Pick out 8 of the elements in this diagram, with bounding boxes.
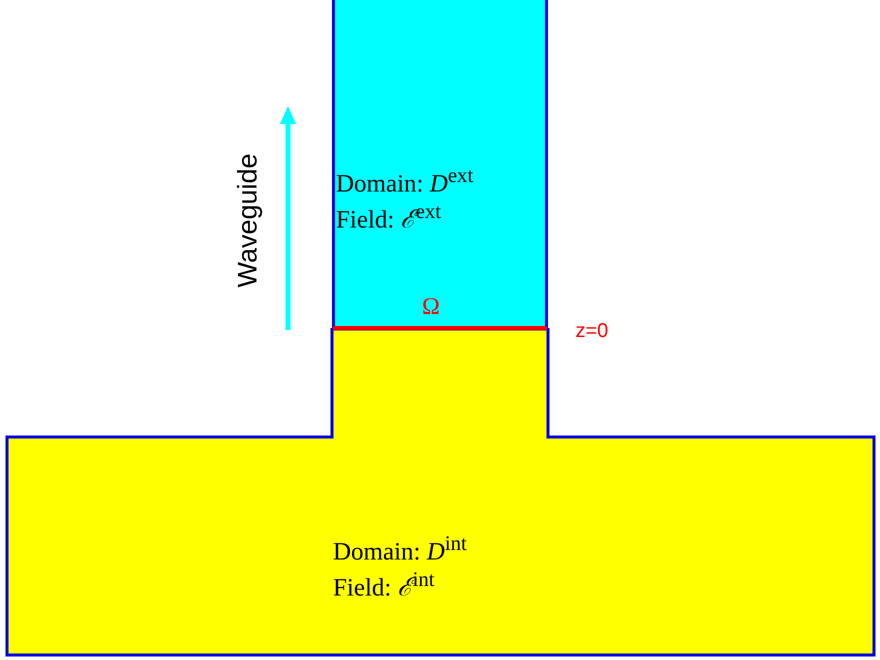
axis-caption: Waveguide [232, 152, 264, 288]
waveguide-region [332, 0, 548, 330]
boundary-label: Ω [422, 294, 440, 320]
region-label: Domain: D$^{ext}$ [336, 162, 474, 200]
region-label: Domain: D$^{int}$ [333, 530, 467, 568]
region-label: Field: ℰ$^{ext}$ [336, 198, 442, 236]
region-label: Field: ℰ$^{int}$ [333, 566, 435, 604]
position-label: z=0 [576, 320, 608, 342]
